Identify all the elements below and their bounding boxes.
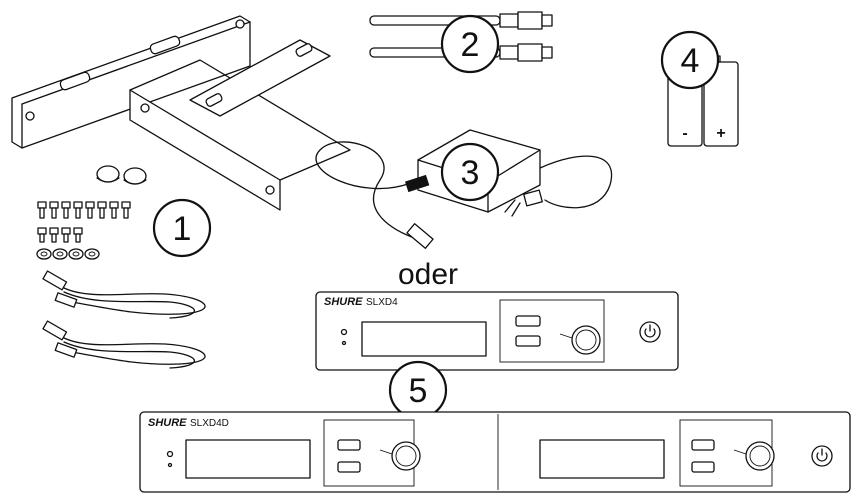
- antennas: [369, 11, 553, 62]
- item-2-number: 2: [461, 26, 480, 64]
- rack-mount-kit: [11, 15, 351, 211]
- receiver-slxd4d-brand: SHURE: [148, 417, 187, 429]
- item-4-label: 4: [660, 30, 720, 90]
- receiver-slxd4-model: SLXD4: [366, 297, 398, 308]
- item-2-label: 2: [440, 14, 500, 74]
- receiver-slxd4d: SHURE SLXD4D: [139, 411, 851, 493]
- item-1-number: 1: [173, 210, 192, 248]
- washers: [36, 248, 100, 260]
- item-5-number: 5: [409, 372, 428, 410]
- receiver-slxd4-brand: SHURE: [324, 296, 363, 308]
- battery-minus-sign: -: [682, 125, 687, 142]
- item-1-label: 1: [152, 198, 212, 258]
- rubber-feet: [96, 165, 147, 185]
- rack-screws: [37, 201, 131, 243]
- coax-cable-1: [42, 270, 206, 319]
- item-3-number: 3: [461, 154, 480, 192]
- item-3-label: 3: [440, 142, 500, 202]
- item-4-number: 4: [681, 42, 700, 80]
- battery-plus-sign: +: [716, 125, 725, 142]
- coax-cable-2: [42, 320, 206, 369]
- oder-text: oder: [398, 258, 458, 291]
- receiver-slxd4d-model: SLXD4D: [190, 418, 229, 429]
- receiver-slxd4: SHURE SLXD4: [315, 291, 679, 371]
- item-5-label: 5: [388, 360, 448, 420]
